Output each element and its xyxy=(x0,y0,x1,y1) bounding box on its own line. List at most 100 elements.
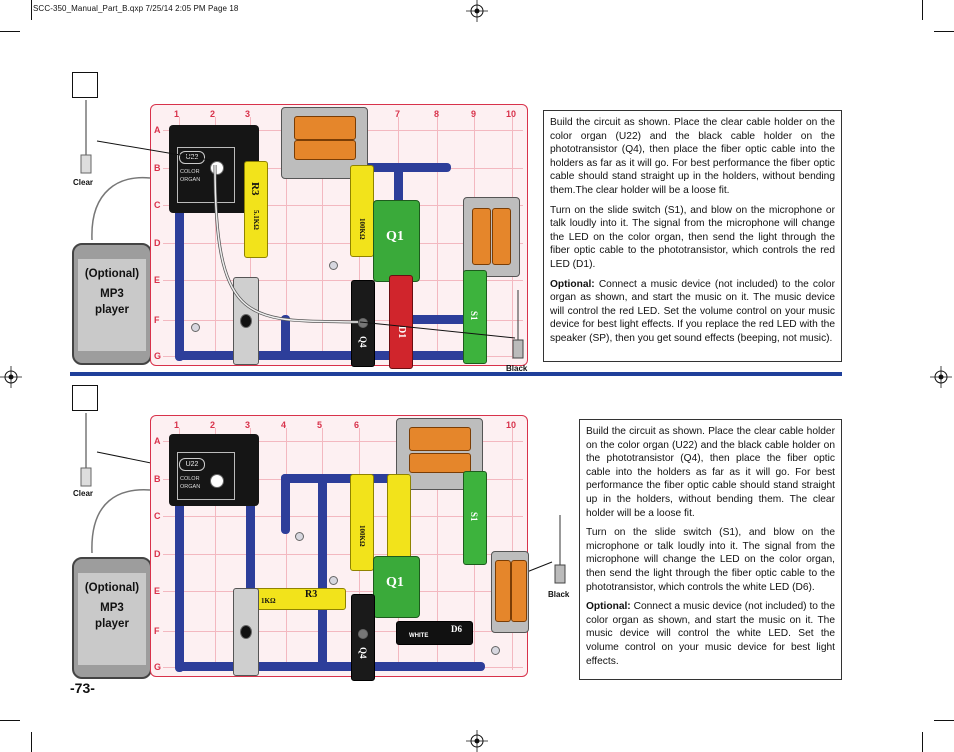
registration-mark-icon xyxy=(0,366,22,388)
r3-label: R3 xyxy=(249,182,261,196)
instructions-paragraph: Turn on the slide switch (S1), and blow … xyxy=(550,204,835,270)
row-label: E xyxy=(154,275,161,285)
clear-cable-holder-icon xyxy=(80,100,92,174)
snap-node xyxy=(329,261,338,270)
snap-wire xyxy=(246,476,255,672)
q1-label: Q1 xyxy=(386,229,404,244)
instructions-paragraph: Optional: Connect a music device (not in… xyxy=(586,600,835,668)
snap-wire xyxy=(394,315,474,324)
clear-cable-label: Clear xyxy=(73,178,94,187)
battery-cell xyxy=(495,560,511,622)
q4-label: Q4 xyxy=(358,336,368,348)
file-header: SCC-350_Manual_Part_B.qxp 7/25/14 2:05 P… xyxy=(33,4,239,13)
column-label: 3 xyxy=(245,109,251,119)
microphone-element xyxy=(240,314,252,328)
mp3-player: (Optional) MP3 player xyxy=(72,243,152,365)
column-label: 10 xyxy=(506,109,517,119)
red-led-d1: D1 xyxy=(389,275,413,369)
d1-label: D1 xyxy=(396,326,407,339)
grid-line xyxy=(163,554,523,555)
instructions-paragraph: Build the circuit as shown. Place the cl… xyxy=(586,426,835,519)
grid-line xyxy=(215,428,216,670)
optional-label: Optional: xyxy=(586,601,631,613)
battery-holder-right xyxy=(491,551,529,633)
mp3-player-screen xyxy=(78,573,146,665)
grid-line xyxy=(437,117,438,359)
snap-wire xyxy=(394,351,474,360)
grid-line xyxy=(322,117,323,359)
snap-node xyxy=(329,576,338,585)
snap-node xyxy=(491,646,500,655)
snap-node xyxy=(191,323,200,332)
grid-line xyxy=(163,631,523,632)
optional-text: Connect a music device (not included) to… xyxy=(550,278,835,344)
column-label: 4 xyxy=(281,420,287,430)
microphone-element xyxy=(240,625,252,639)
page-number: -73- xyxy=(70,680,95,696)
white-label: WHITE xyxy=(409,633,429,639)
microphone xyxy=(233,588,259,676)
s1-label: S1 xyxy=(469,311,479,321)
grid-line xyxy=(286,117,287,359)
transistor-q1: Q1 xyxy=(373,200,420,282)
s1-label: S1 xyxy=(469,512,479,522)
u22-label: U22 xyxy=(179,458,205,471)
d6-label: D6 xyxy=(451,624,462,634)
color-organ-panel xyxy=(177,452,235,500)
snap-wire xyxy=(175,165,184,361)
color-organ-u22: U22 COLOR ORGAN xyxy=(169,434,259,506)
slide-switch-s1: S1 xyxy=(463,471,487,565)
row-label: C xyxy=(154,511,161,521)
optional-label: Optional: xyxy=(550,278,595,290)
color-organ-panel xyxy=(177,147,235,203)
row-label: D xyxy=(154,238,161,248)
row-label: E xyxy=(154,586,161,596)
project-number-box xyxy=(72,72,98,98)
phone-mp3-label: MP3 xyxy=(100,602,124,614)
transistor-q1: Q1 xyxy=(373,556,420,618)
crop-mark xyxy=(0,31,20,32)
black-cable-label: Black xyxy=(506,364,528,373)
instructions-paragraph: Optional: Connect a music device (not in… xyxy=(550,278,835,346)
color-organ-label: COLOR xyxy=(180,169,200,175)
grid-line xyxy=(163,441,523,442)
resistor-r5: 100KΩ xyxy=(350,474,374,571)
column-label: 8 xyxy=(434,109,440,119)
black-cable-holder-icon xyxy=(512,290,524,359)
instructions-box-1: Build the circuit as shown. Place the cl… xyxy=(543,110,842,362)
crop-mark xyxy=(922,732,923,752)
phone-player-label: player xyxy=(95,618,129,630)
registration-mark-icon xyxy=(466,730,488,752)
q4-label: Q4 xyxy=(358,647,368,659)
resistor xyxy=(387,474,411,571)
row-label: D xyxy=(154,549,161,559)
instructions-paragraph: Turn on the slide switch (S1), and blow … xyxy=(586,527,835,593)
grid-line xyxy=(512,428,513,670)
resistor-r3: R3 1KΩ xyxy=(254,588,346,610)
u22-label: U22 xyxy=(179,151,205,164)
cable-holder-socket xyxy=(210,161,224,175)
column-label: 1 xyxy=(174,109,180,119)
column-label: 9 xyxy=(471,109,477,119)
snap-wire xyxy=(175,662,485,671)
color-organ-label: ORGAN xyxy=(180,177,201,183)
mp3-player: (Optional) MP3 player xyxy=(72,557,152,679)
battery-cell xyxy=(472,208,491,265)
phone-optional-label: (Optional) xyxy=(84,582,140,594)
grid-line xyxy=(163,280,523,281)
snap-wire xyxy=(281,474,290,534)
column-label: 10 xyxy=(506,420,517,430)
instructions-box-2: Build the circuit as shown. Place the cl… xyxy=(579,419,842,680)
phone-optional-label: (Optional) xyxy=(84,268,140,280)
cable-holder-socket xyxy=(358,629,368,639)
black-cable-holder-icon xyxy=(554,515,566,584)
r3-label: R3 xyxy=(305,589,318,600)
crop-mark xyxy=(31,732,32,752)
battery-cell xyxy=(409,427,471,451)
row-label: C xyxy=(154,200,161,210)
microphone xyxy=(233,277,259,365)
slide-switch-s1: S1 xyxy=(463,270,487,364)
column-label: 5 xyxy=(317,420,323,430)
column-label: 7 xyxy=(395,109,401,119)
grid-line xyxy=(163,205,523,206)
